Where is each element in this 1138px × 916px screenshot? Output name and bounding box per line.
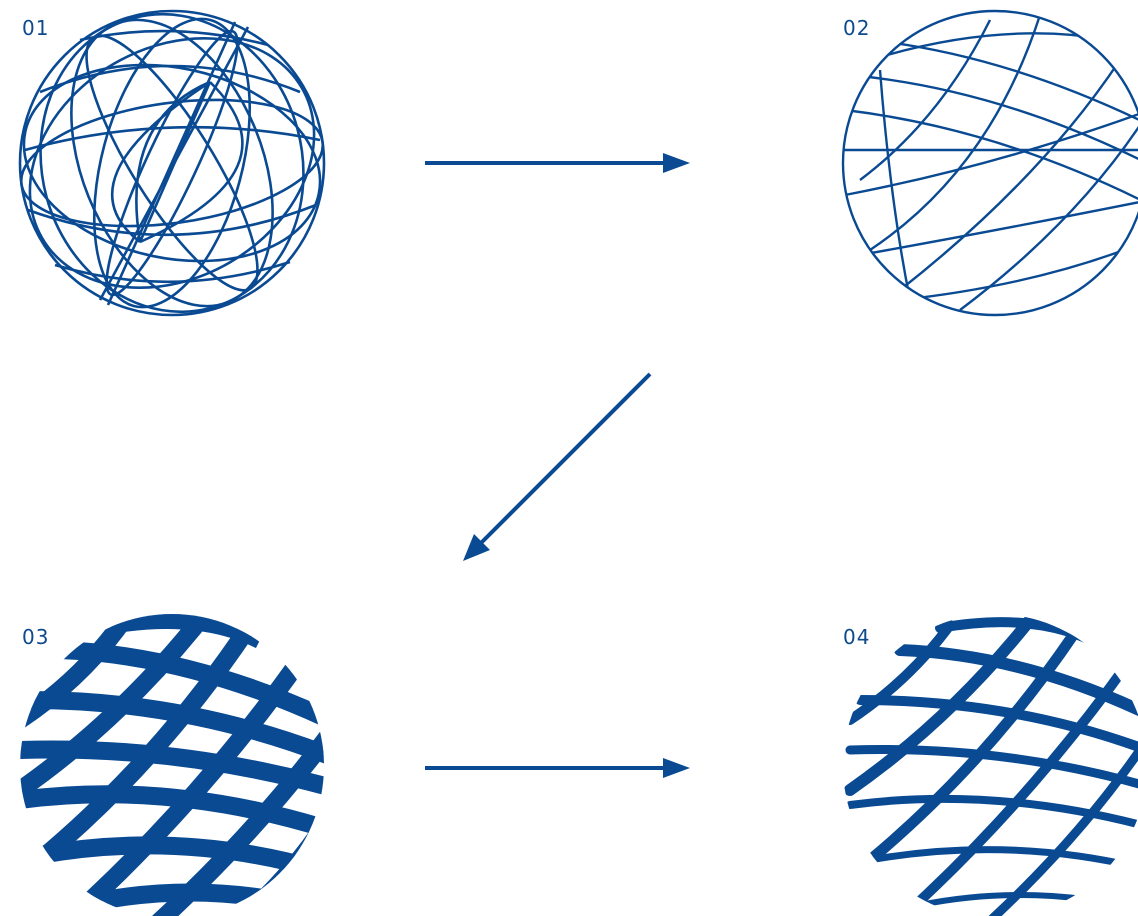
arrow-right-icon bbox=[425, 758, 690, 778]
cropped-wireframe-globe-icon bbox=[841, 9, 1138, 317]
refined-band-globe-icon bbox=[844, 614, 1138, 916]
step-label-04: 04 bbox=[843, 625, 871, 649]
step-label-02: 02 bbox=[843, 16, 871, 40]
solid-band-globe-icon bbox=[20, 614, 324, 916]
arrow-right-icon bbox=[425, 153, 690, 173]
wireframe-globe-icon bbox=[18, 9, 326, 317]
step-label-03: 03 bbox=[22, 625, 50, 649]
step-label-01: 01 bbox=[22, 16, 50, 40]
arrow-down-left-icon bbox=[463, 372, 652, 561]
